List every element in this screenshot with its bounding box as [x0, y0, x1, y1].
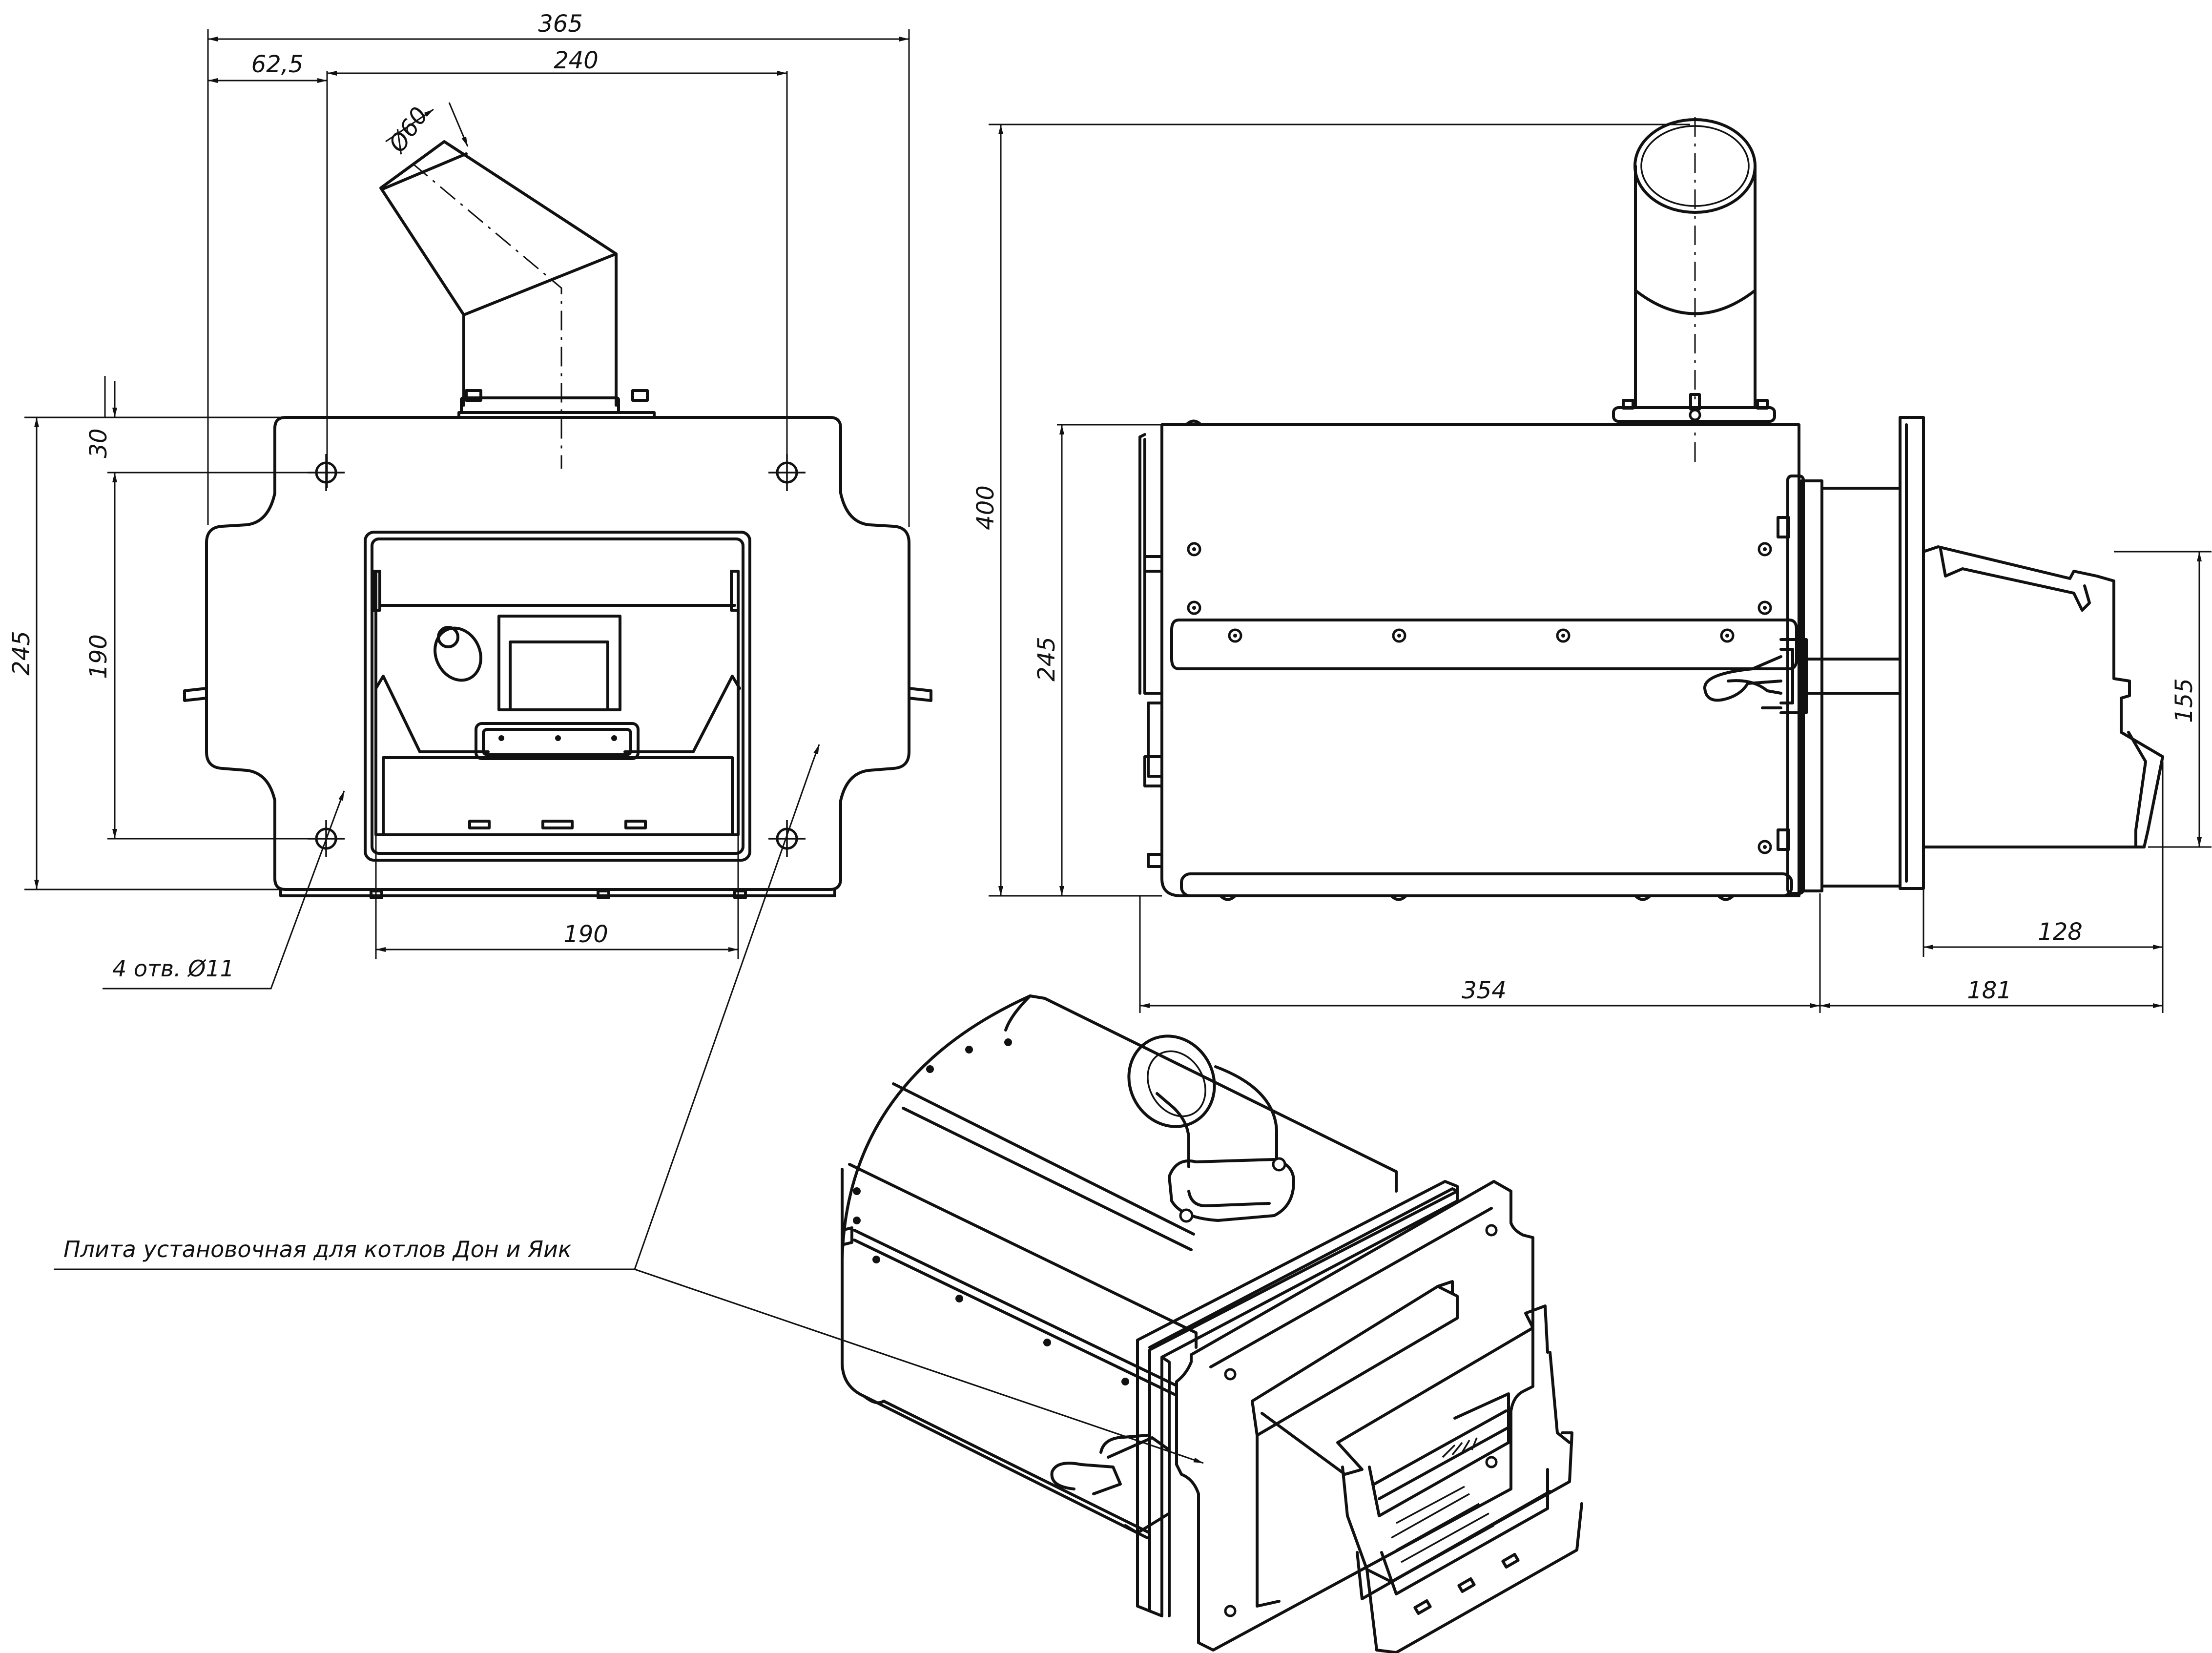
callout-mounting-plate: Плита установочная для котлов Дон и Яик	[63, 1236, 572, 1262]
dim-total-height: 400	[972, 485, 999, 530]
dim-edge-to-hole: 62,5	[251, 51, 304, 78]
note-holes: 4 отв. Ø11	[112, 955, 234, 982]
grate	[1922, 545, 2164, 848]
front-view: 365 62,5 240 Ø60 245 30 190 190 4 отв. Ø…	[8, 10, 932, 990]
burner-opening	[364, 531, 751, 862]
dim-grate-length: 128	[2038, 918, 2083, 946]
dim-front-length: 181	[1967, 977, 2012, 1004]
dim-overall-width: 365	[538, 10, 583, 38]
dim-hole-spacing-v: 190	[85, 634, 112, 679]
dim-hole-spacing-h: 240	[554, 47, 599, 74]
mounting-plate-callout: Плита установочная для котлов Дон и Яик	[54, 744, 1204, 1464]
dim-plate-height: 245	[8, 631, 35, 676]
burner-body	[1160, 423, 1800, 897]
dim-top-offset: 30	[85, 428, 112, 458]
dim-opening-width: 190	[563, 921, 608, 948]
isometric-view	[841, 994, 1583, 1653]
feed-pipe	[379, 140, 618, 407]
dim-pipe-diameter: Ø60	[383, 102, 434, 158]
iso-body	[841, 994, 1398, 1261]
dim-grate-height: 155	[2171, 678, 2198, 723]
iso-flange	[1136, 1180, 1459, 1612]
feed-pipe-vertical	[1634, 165, 1757, 409]
iso-mounting-plate	[1175, 1180, 1534, 1652]
dim-body-height: 245	[1033, 637, 1060, 682]
mounting-plate-outline	[205, 416, 910, 891]
dim-body-length: 354	[1462, 977, 1507, 1004]
side-view: 400 245 155 128 354 181	[972, 117, 2212, 1013]
